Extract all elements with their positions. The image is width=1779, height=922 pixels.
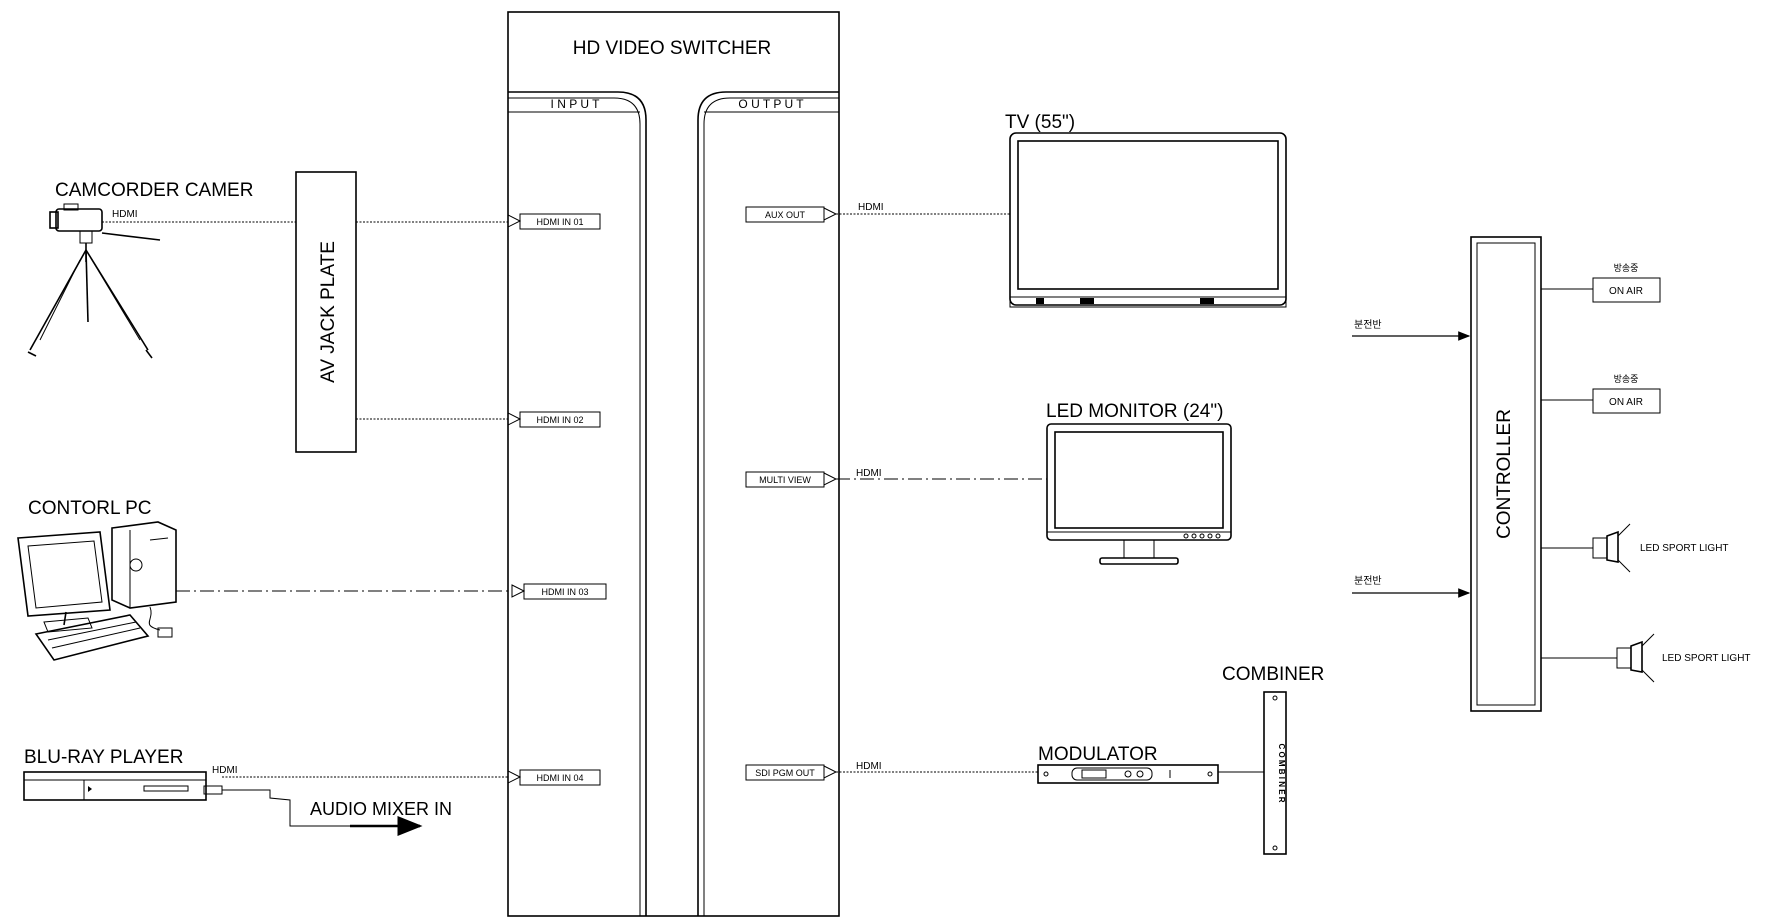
output-port-multiview: MULTI VIEW [745, 471, 838, 488]
led-sport-light-label: LED SPORT LIGHT [1662, 653, 1751, 664]
input-port-1: HDMI IN 01 [507, 213, 601, 230]
output-bay [697, 91, 839, 916]
input-port-2: HDMI IN 02 [507, 411, 601, 428]
output-port-sdi: SDI PGM OUT [745, 764, 838, 781]
combiner: COMBINER C O M B I N E R [1222, 664, 1324, 855]
bluray-icon [23, 771, 223, 801]
bluray-label: BLU-RAY PLAYER [24, 747, 183, 768]
on-air-caption: 방송중 [1614, 374, 1639, 384]
tv-label: TV (55") [1005, 112, 1075, 133]
output-port-aux: AUX OUT [745, 206, 838, 223]
switcher-frame [507, 11, 840, 917]
on-air-lamp [1592, 388, 1661, 414]
video-switcher: HD VIDEO SWITCHER I N P U T O U T P U T … [507, 11, 840, 917]
modulator-label: MODULATOR [1038, 744, 1158, 765]
cable-label: HDMI [858, 202, 884, 213]
camcorder-label: CAMCORDER CAMER [55, 180, 253, 201]
led-monitor-label: LED MONITOR (24") [1046, 401, 1223, 422]
av-jack-plate: AV JACK PLATE [295, 171, 357, 453]
input-port-3: HDMI IN 03 [511, 583, 607, 600]
cable-label: HDMI [212, 765, 238, 776]
input-port-label: HDMI IN 02 [536, 415, 583, 425]
on-air-caption: 방송중 [1614, 263, 1639, 273]
audio-mixer-label: AUDIO MIXER IN [310, 799, 452, 819]
source-cables [102, 221, 512, 778]
bluray-player: BLU-RAY PLAYER HDMI AUDIO MIXER IN [23, 747, 452, 836]
jack-plate-label: AV JACK PLATE [318, 241, 339, 383]
controller: CONTROLLER 분전반 분전반 ON AIR 방송중 ON AIR 방송중… [1352, 236, 1751, 712]
modulator: MODULATOR [1037, 744, 1219, 784]
on-air-text: ON AIR [1609, 286, 1643, 297]
camcorder-icon [27, 203, 161, 359]
output-port-label: MULTI VIEW [759, 475, 811, 485]
power-panel-label: 분전반 [1354, 319, 1382, 331]
on-air-text: ON AIR [1609, 397, 1643, 408]
controller-label: CONTROLLER [1494, 409, 1515, 539]
combiner-label: COMBINER [1222, 664, 1324, 685]
led-sport-light-icon [1616, 633, 1655, 683]
switcher-title: HD VIDEO SWITCHER [573, 38, 771, 59]
input-bay [508, 91, 647, 916]
tv-55: TV (55") [1005, 112, 1287, 308]
cable-label: HDMI [856, 761, 882, 772]
audio-cable [222, 789, 420, 827]
input-port-label: HDMI IN 04 [536, 773, 583, 783]
input-port-4: HDMI IN 04 [507, 769, 601, 786]
output-port-label: AUX OUT [765, 210, 806, 220]
control-pc-label: CONTORL PC [28, 498, 152, 519]
led-sport-light-label: LED SPORT LIGHT [1640, 543, 1729, 554]
camcorder-camera: CAMCORDER CAMER HDMI [27, 180, 253, 359]
output-label: O U T P U T [738, 97, 804, 111]
cable-label: HDMI [856, 468, 882, 479]
pc-icon [17, 521, 177, 661]
cable-label: HDMI [112, 209, 138, 220]
led-monitor-24: LED MONITOR (24") [1046, 401, 1232, 565]
on-air-lamp [1592, 277, 1661, 303]
combiner-vertical-label: C O M B I N E R [1277, 743, 1286, 802]
led-sport-light-icon [1592, 523, 1631, 573]
control-pc: CONTORL PC [17, 498, 177, 661]
power-panel-label: 분전반 [1354, 575, 1382, 587]
input-port-label: HDMI IN 01 [536, 217, 583, 227]
input-label: I N P U T [551, 97, 601, 111]
input-port-label: HDMI IN 03 [541, 587, 588, 597]
output-port-label: SDI PGM OUT [755, 768, 815, 778]
